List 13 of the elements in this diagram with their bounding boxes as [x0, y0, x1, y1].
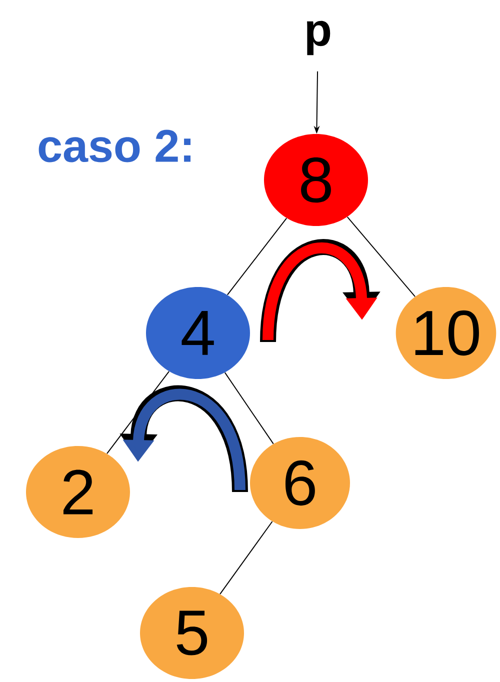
heading: caso 2: — [38, 130, 190, 162]
tree-edge — [346, 216, 416, 298]
tree-edge — [226, 218, 288, 296]
pointer-label: p — [307, 20, 330, 56]
tree-edge — [106, 370, 170, 454]
tree-node: 8 — [264, 134, 368, 226]
tree-node: 4 — [146, 287, 250, 379]
tree-node: 5 — [140, 587, 244, 679]
tree-node: 10 — [396, 287, 496, 379]
tree-edge — [224, 372, 274, 444]
tree-node: 6 — [250, 437, 350, 529]
tree-node: 2 — [26, 446, 130, 538]
tree-edge — [220, 521, 273, 595]
